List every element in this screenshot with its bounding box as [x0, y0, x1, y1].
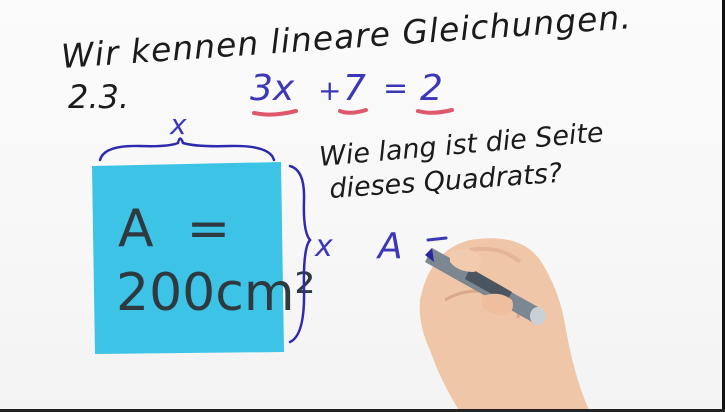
equation-coef: 3x — [250, 68, 295, 109]
equation-plus: + — [318, 74, 341, 107]
section-number: 2.3. — [68, 78, 129, 116]
hand-with-marker — [419, 238, 590, 412]
underline-coef — [252, 109, 298, 117]
top-brace — [98, 137, 276, 162]
equation: 3x + 7 = 2 — [250, 68, 454, 117]
square-area-line1: A = — [118, 199, 230, 259]
frame-edge-right — [722, 0, 725, 412]
in-progress-stroke — [426, 236, 448, 242]
frame-edge-bottom — [0, 409, 725, 412]
underline-constant — [338, 108, 368, 115]
square-note: A = 200cm² — [92, 162, 315, 354]
right-brace — [288, 164, 312, 344]
square-area-line2: 200cm² — [116, 263, 315, 323]
equation-constant: 7 — [343, 68, 366, 109]
underline-result — [416, 108, 454, 115]
equation-result: 2 — [420, 68, 443, 109]
equation-equals: = — [383, 71, 408, 106]
side-x-label: x — [314, 229, 333, 264]
top-x-label: x — [169, 108, 187, 141]
heading-text: Wir kennen lineare Gleichungen. — [60, 0, 633, 76]
in-progress-text: A — [376, 226, 403, 267]
